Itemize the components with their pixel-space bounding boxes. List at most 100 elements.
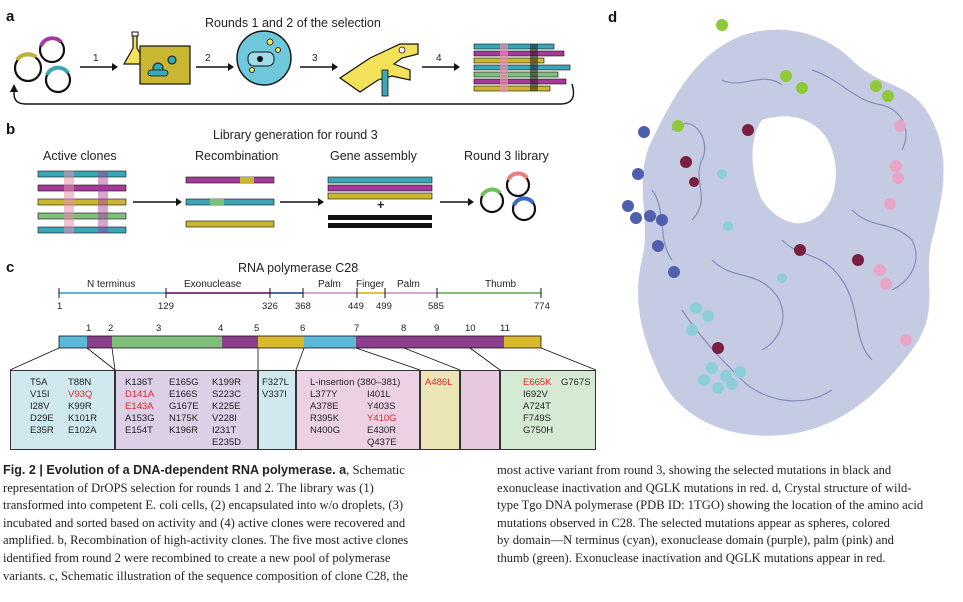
mutation: N175K xyxy=(169,413,199,424)
pos-449: 449 xyxy=(348,301,364,312)
domain-label-exonuclease: Exonuclease xyxy=(184,279,242,290)
caption-line: identified from round 2 were recombined … xyxy=(3,550,391,565)
step-2-label: 2 xyxy=(205,53,211,64)
mutation: I28V xyxy=(30,401,50,412)
mutation: G750H xyxy=(523,425,554,436)
segment-3: 3 xyxy=(156,323,162,334)
caption-line: transformed into competent E. coli cells… xyxy=(3,498,404,513)
pos-368: 368 xyxy=(295,301,311,312)
pos-129: 129 xyxy=(158,301,174,312)
mutation: F327L xyxy=(262,377,289,388)
segment-bar xyxy=(58,335,542,349)
box-connectors xyxy=(9,347,597,371)
stage-active-clones: Active clones xyxy=(43,149,117,163)
panel-d-label: d xyxy=(608,9,618,26)
mutation-box-palm-2 xyxy=(460,370,500,450)
domain-map xyxy=(58,288,542,349)
segment-7: 7 xyxy=(354,323,360,334)
flask-icon xyxy=(122,31,191,85)
pos-585: 585 xyxy=(428,301,444,312)
caption-line: mutations observed in C28. The selected … xyxy=(497,515,890,530)
mutation: N400G xyxy=(310,425,341,436)
panel-c-label: c xyxy=(6,259,15,276)
panel-b-label: b xyxy=(6,121,16,138)
pos-774: 774 xyxy=(534,301,550,312)
caption-right: most active variant from round 3, showin… xyxy=(497,462,961,568)
mutation: Y403S xyxy=(367,401,396,412)
segment-9: 9 xyxy=(434,323,440,334)
mutation: A724T xyxy=(523,401,551,412)
mutation: F749S xyxy=(523,413,551,424)
mutation-box-segment5: F327L V337I xyxy=(258,370,296,450)
caption-line: representation of DrOPS selection for ro… xyxy=(3,480,374,495)
panel-a-title: Rounds 1 and 2 of the selection xyxy=(205,16,381,30)
mutation: V15I xyxy=(30,389,50,400)
segment-5: 5 xyxy=(254,323,260,334)
mutation: L377Y xyxy=(310,389,338,400)
mutation-red: E665K xyxy=(523,377,552,388)
panel-a-label: a xyxy=(6,8,15,25)
active-clones-bars xyxy=(37,170,127,234)
domain-label-palm-2: Palm xyxy=(397,279,420,290)
pos-326: 326 xyxy=(262,301,278,312)
insertion-label: L-insertion (380–381) xyxy=(310,377,401,388)
caption-line: amplified. b, Recombination of high-acti… xyxy=(3,533,409,548)
mutation-red: A486L xyxy=(425,377,453,388)
caption-line: , Schematic xyxy=(346,463,405,477)
segment-4: 4 xyxy=(218,323,224,334)
recombination-bars xyxy=(185,176,275,228)
mutation-red: D141A xyxy=(125,389,155,400)
mutation: G167E xyxy=(169,401,199,412)
caption-line: most active variant from round 3, showin… xyxy=(497,463,892,477)
mutation-box-thumb: E665K I692V A724T F749S G750H G767S xyxy=(500,370,596,450)
segment-2: 2 xyxy=(108,323,114,334)
assembly-plus-sign: + xyxy=(377,198,385,212)
mutation: K199R xyxy=(212,377,242,388)
caption-line: type Tgo DNA polymerase (PDB ID: 1TGO) s… xyxy=(497,498,924,513)
caption-line: variants. c, Schematic illustration of t… xyxy=(3,568,408,583)
stage-round3-library: Round 3 library xyxy=(464,149,549,163)
mutation-box-finger: A486L xyxy=(420,370,460,450)
mutation-red: E143A xyxy=(125,401,154,412)
caption-line: thumb (green). Exonuclease inactivation … xyxy=(497,550,886,565)
round3-plasmids xyxy=(479,171,537,222)
gene-assembly-bars xyxy=(327,176,433,228)
mutation: A378E xyxy=(310,401,339,412)
caption-line: exonuclease inactivation and QGLK mutati… xyxy=(497,480,912,495)
mutation: K99R xyxy=(68,401,92,412)
mutation: E102A xyxy=(68,425,97,436)
domain-label-thumb: Thumb xyxy=(485,279,517,290)
caption-heading: Fig. 2 | Evolution of a DNA-dependent RN… xyxy=(3,463,347,477)
segment-6: 6 xyxy=(300,323,306,334)
caption-line: by domain—N terminus (cyan), exonuclease… xyxy=(497,533,894,548)
panel-a-schematic xyxy=(10,30,575,105)
mutation: D29E xyxy=(30,413,54,424)
protein-structure xyxy=(622,19,944,436)
pos-1: 1 xyxy=(57,301,63,312)
domain-label-palm-1: Palm xyxy=(318,279,341,290)
mutation: K101R xyxy=(68,413,98,424)
mutation: V337I xyxy=(262,389,287,400)
mutation-box-n-terminus: T5A V15I I28V D29E E35R T88N V93Q K99R K… xyxy=(10,370,115,450)
mutation: T5A xyxy=(30,377,48,388)
mutation: G767S xyxy=(561,377,591,388)
droplet-icon xyxy=(236,30,292,86)
mutation: R395K xyxy=(310,413,340,424)
step-3-label: 3 xyxy=(312,53,318,64)
mutation: I692V xyxy=(523,389,548,400)
segment-11: 11 xyxy=(500,323,510,334)
mutation: E235D xyxy=(212,437,242,448)
mutation: E430R xyxy=(367,425,397,436)
pos-499: 499 xyxy=(376,301,392,312)
domain-label-finger: Finger xyxy=(356,279,385,290)
panel-b-schematic xyxy=(37,170,537,234)
mutation-spheres xyxy=(622,19,912,394)
mutation: A153G xyxy=(125,413,155,424)
segment-8: 8 xyxy=(401,323,407,334)
microfluidic-sorter-icon xyxy=(338,43,419,97)
mutation: E165G xyxy=(169,377,199,388)
stage-gene-assembly: Gene assembly xyxy=(330,149,417,163)
segment-1: 1 xyxy=(86,323,92,334)
mutation: V228I xyxy=(212,413,237,424)
mutation: S223C xyxy=(212,389,242,400)
